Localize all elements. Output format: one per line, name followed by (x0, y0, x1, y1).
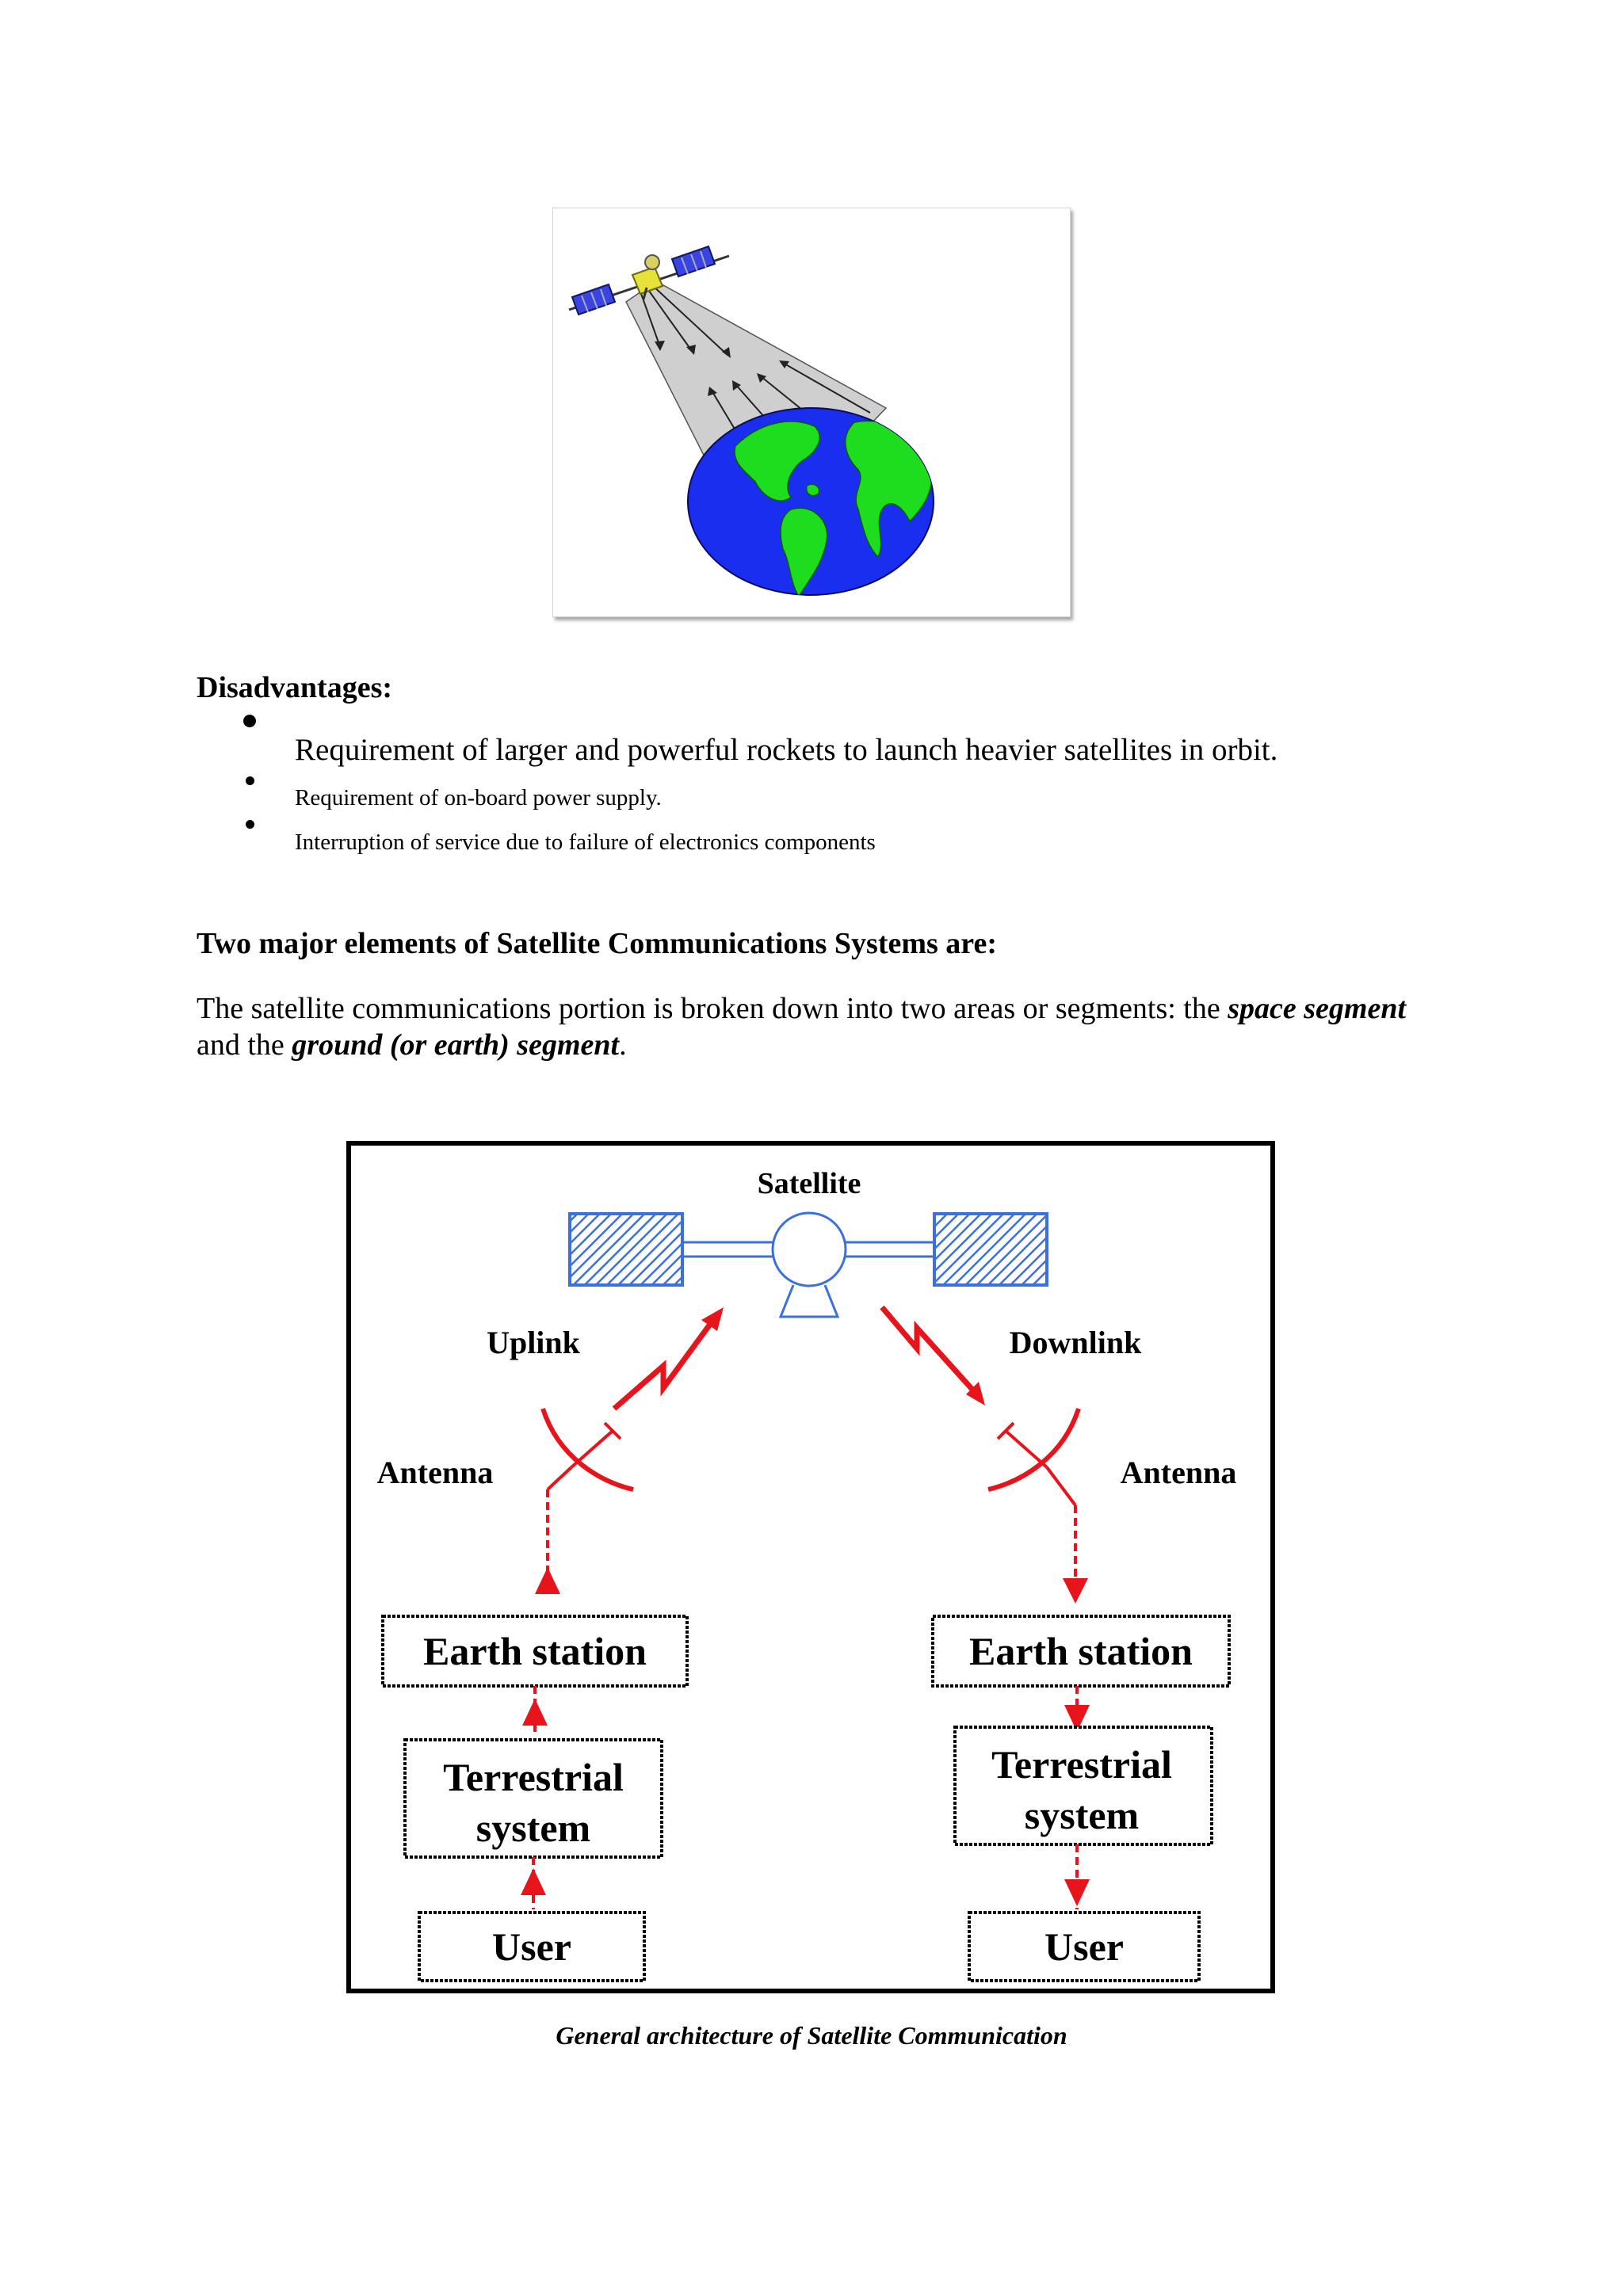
satellite-icon (568, 245, 730, 316)
antenna-left-label: Antenna (377, 1455, 494, 1490)
antenna-right-icon (987, 1408, 1088, 1604)
user-left-label: User (492, 1924, 571, 1969)
earth-station-right-box (931, 1615, 1231, 1688)
satellite-label: Satellite (758, 1167, 861, 1200)
user-right-label: User (1044, 1924, 1124, 1969)
earth-globe-icon (687, 407, 934, 596)
terrestrial-right-label-2: system (1025, 1793, 1139, 1837)
paragraph-text: . (619, 1028, 627, 1062)
antenna-left-icon (535, 1408, 634, 1594)
bullet-icon (246, 776, 254, 785)
earth-station-left-box (381, 1615, 689, 1688)
downlink-label: Downlink (1010, 1325, 1142, 1360)
arrow-up-icon (521, 1868, 546, 1895)
arrow-down-icon (1064, 1879, 1090, 1906)
disadvantages-heading: Disadvantages: (197, 671, 393, 704)
antenna-right-label: Antenna (1121, 1455, 1237, 1490)
terrestrial-left-label-1: Terrestrial (443, 1755, 624, 1799)
downlink-signal-icon (880, 1305, 985, 1405)
space-segment-term: space segment (1228, 992, 1407, 1025)
disadvantage-item-1: Requirement of larger and powerful rocke… (295, 733, 1278, 767)
uplink-signal-icon (612, 1307, 724, 1411)
earth-station-right-label: Earth station (969, 1629, 1193, 1673)
architecture-diagram: Satellite Uplink Downlink Antenna Antenn… (346, 1141, 1275, 1993)
figure-caption: General architecture of Satellite Commun… (556, 2021, 1067, 2050)
user-right-box (968, 1911, 1201, 1982)
ground-segment-term: ground (or earth) segment (292, 1028, 620, 1062)
bullet-icon (246, 820, 254, 829)
satellite-icon (568, 1211, 1048, 1318)
terrestrial-right-label-1: Terrestrial (991, 1742, 1172, 1787)
disadvantage-item-2: Requirement of on-board power supply. (295, 785, 662, 810)
disadvantage-item-3: Interruption of service due to failure o… (295, 830, 876, 855)
terrestrial-right-box (953, 1726, 1213, 1846)
satellite-earth-illustration (552, 208, 1071, 617)
earth-station-left-label: Earth station (423, 1629, 647, 1673)
paragraph-text: and the (197, 1028, 292, 1062)
user-left-box (418, 1911, 646, 1982)
arrow-up-icon (522, 1699, 548, 1726)
bullet-icon (243, 715, 256, 727)
terrestrial-left-label-2: system (476, 1806, 590, 1850)
uplink-label: Uplink (487, 1325, 581, 1360)
arrow-down-icon (1064, 1705, 1090, 1732)
segments-paragraph: The satellite communications portion is … (197, 990, 1433, 1063)
elements-heading: Two major elements of Satellite Communic… (197, 927, 998, 960)
paragraph-text: The satellite communications portion is … (197, 992, 1228, 1025)
